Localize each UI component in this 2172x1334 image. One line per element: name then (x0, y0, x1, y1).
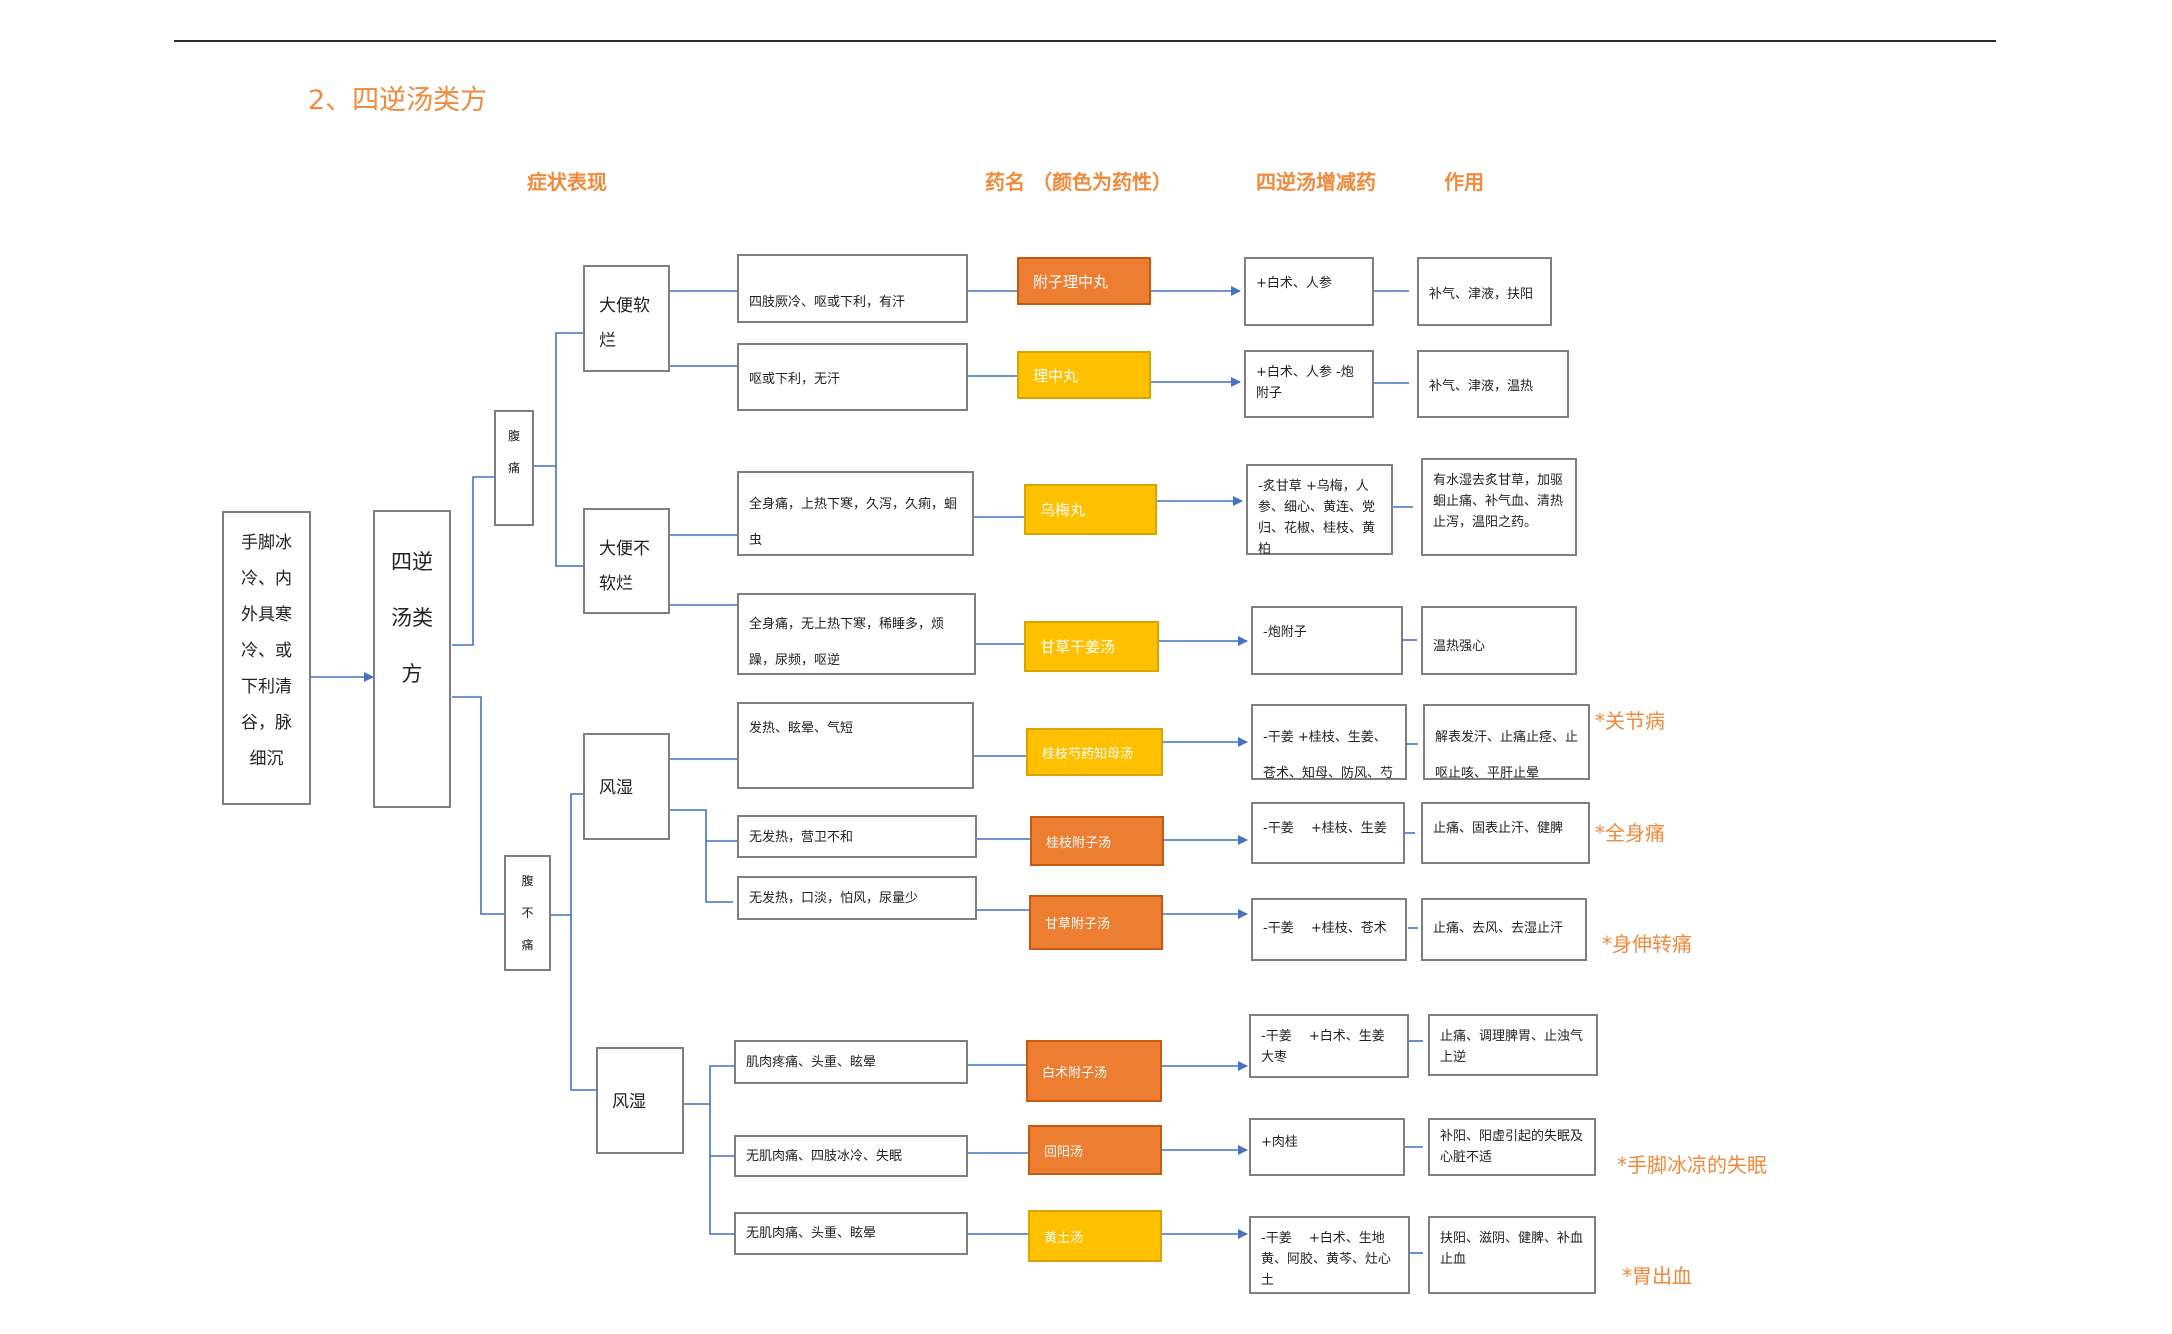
drug-box: 附子理中丸 (1017, 257, 1151, 305)
effect-box: 补气、津液，扶阳 (1417, 257, 1552, 326)
symptom-box: 无发热，营卫不和 (737, 815, 977, 858)
symptom-box: 四肢厥冷、呕或下利，有汗 (737, 254, 968, 323)
column-header-symptom: 症状表现 (527, 170, 607, 194)
drug-box: 桂枝附子汤 (1030, 816, 1164, 866)
drug-box: 甘草附子汤 (1029, 895, 1163, 950)
formula-box: 四逆汤类方 (373, 510, 451, 808)
branch-not-loose-stool: 大便不软烂 (583, 508, 670, 614)
effect-box: 止痛、去风、去湿止汗 (1421, 898, 1587, 961)
drug-box: 桂枝芍药知母汤 (1026, 728, 1163, 776)
effect-box: 温热强心 (1421, 606, 1577, 675)
branch-wind-damp-1: 风湿 (583, 733, 670, 840)
effect-box: 有水湿去炙甘草，加驱蛔止痛、补气血、清热止泻，温阳之药。 (1421, 458, 1577, 556)
section-title: 2、四逆汤类方 (308, 85, 488, 116)
symptom-box: 发热、眩晕、气短 (737, 702, 974, 789)
modify-box: -干姜 +桂枝、苍术 (1251, 898, 1407, 961)
column-header-effect: 作用 (1444, 170, 1484, 194)
modify-box: -干姜 +桂枝、生姜、苍术、知母、防风、芍 (1251, 704, 1407, 781)
branch-belly-pain: 腹痛 (494, 410, 534, 526)
column-header-drug: 药名 （颜色为药性） (985, 170, 1172, 194)
modify-box: +白术、人参 -炮附子 (1244, 350, 1374, 418)
symptom-box: 无发热，口淡，怕风，尿量少 (737, 876, 977, 920)
drug-box: 白术附子汤 (1026, 1040, 1162, 1102)
drug-box: 回阳汤 (1028, 1125, 1162, 1175)
annotation-note: *胃出血 (1622, 1264, 1692, 1288)
effect-box: 补气、津液，温热 (1417, 350, 1569, 418)
annotation-note: *关节病 (1595, 709, 1665, 733)
effect-box: 解表发汗、止痛止痉、止呕止咳、平肝止晕 (1423, 704, 1590, 781)
annotation-note: *身伸转痛 (1602, 932, 1692, 956)
symptom-box: 无肌肉痛、四肢冰冷、失眠 (734, 1135, 968, 1177)
annotation-note: *全身痛 (1595, 821, 1665, 845)
symptom-box: 无肌肉痛、头重、眩晕 (734, 1212, 968, 1255)
effect-box: 补阳、阳虚引起的失眠及心脏不适 (1428, 1118, 1596, 1176)
branch-wind-damp-2: 风湿 (596, 1047, 684, 1154)
modify-box: -炮附子 (1251, 606, 1403, 675)
effect-box: 扶阳、滋阴、健脾、补血止血 (1428, 1216, 1596, 1294)
symptom-box: 呕或下利，无汗 (737, 343, 968, 411)
drug-box: 乌梅丸 (1024, 484, 1157, 535)
modify-box: +白术、人参 (1244, 257, 1374, 326)
drug-box: 黄土汤 (1028, 1210, 1162, 1262)
branch-loose-stool: 大便软烂 (583, 265, 670, 372)
symptom-box: 全身痛，无上热下寒，稀睡多，烦躁，尿频，呕逆 (737, 593, 976, 675)
modify-box: +肉桂 (1249, 1118, 1405, 1176)
effect-box: 止痛、固表止汗、健脾 (1421, 802, 1590, 864)
drug-box: 理中丸 (1017, 351, 1151, 399)
modify-box: -干姜 +桂枝、生姜 (1251, 802, 1405, 864)
modify-box: -炙甘草 +乌梅，人参、细心、黄连、党归、花椒、桂枝、黄柏 (1246, 464, 1393, 557)
annotation-note: *手脚冰凉的失眠 (1617, 1153, 1767, 1177)
effect-box: 止痛、调理脾胃、止浊气上逆 (1428, 1014, 1598, 1076)
top-divider (174, 40, 1996, 42)
modify-box: -干姜 +白术、生姜大枣 (1249, 1014, 1409, 1078)
symptom-box: 肌肉疼痛、头重、眩晕 (734, 1040, 968, 1084)
drug-box: 甘草干姜汤 (1024, 621, 1159, 672)
symptom-box: 全身痛，上热下寒，久泻，久痢，蛔虫 (737, 471, 974, 556)
branch-no-belly-pain: 腹不痛 (504, 855, 551, 971)
root-symptom-box: 手脚冰冷、内外具寒冷、或下利清谷，脉细沉 (222, 511, 311, 805)
modify-box: -干姜 +白术、生地黄、阿胶、黄芩、灶心土 (1249, 1216, 1410, 1294)
column-header-modify: 四逆汤增减药 (1256, 170, 1376, 194)
